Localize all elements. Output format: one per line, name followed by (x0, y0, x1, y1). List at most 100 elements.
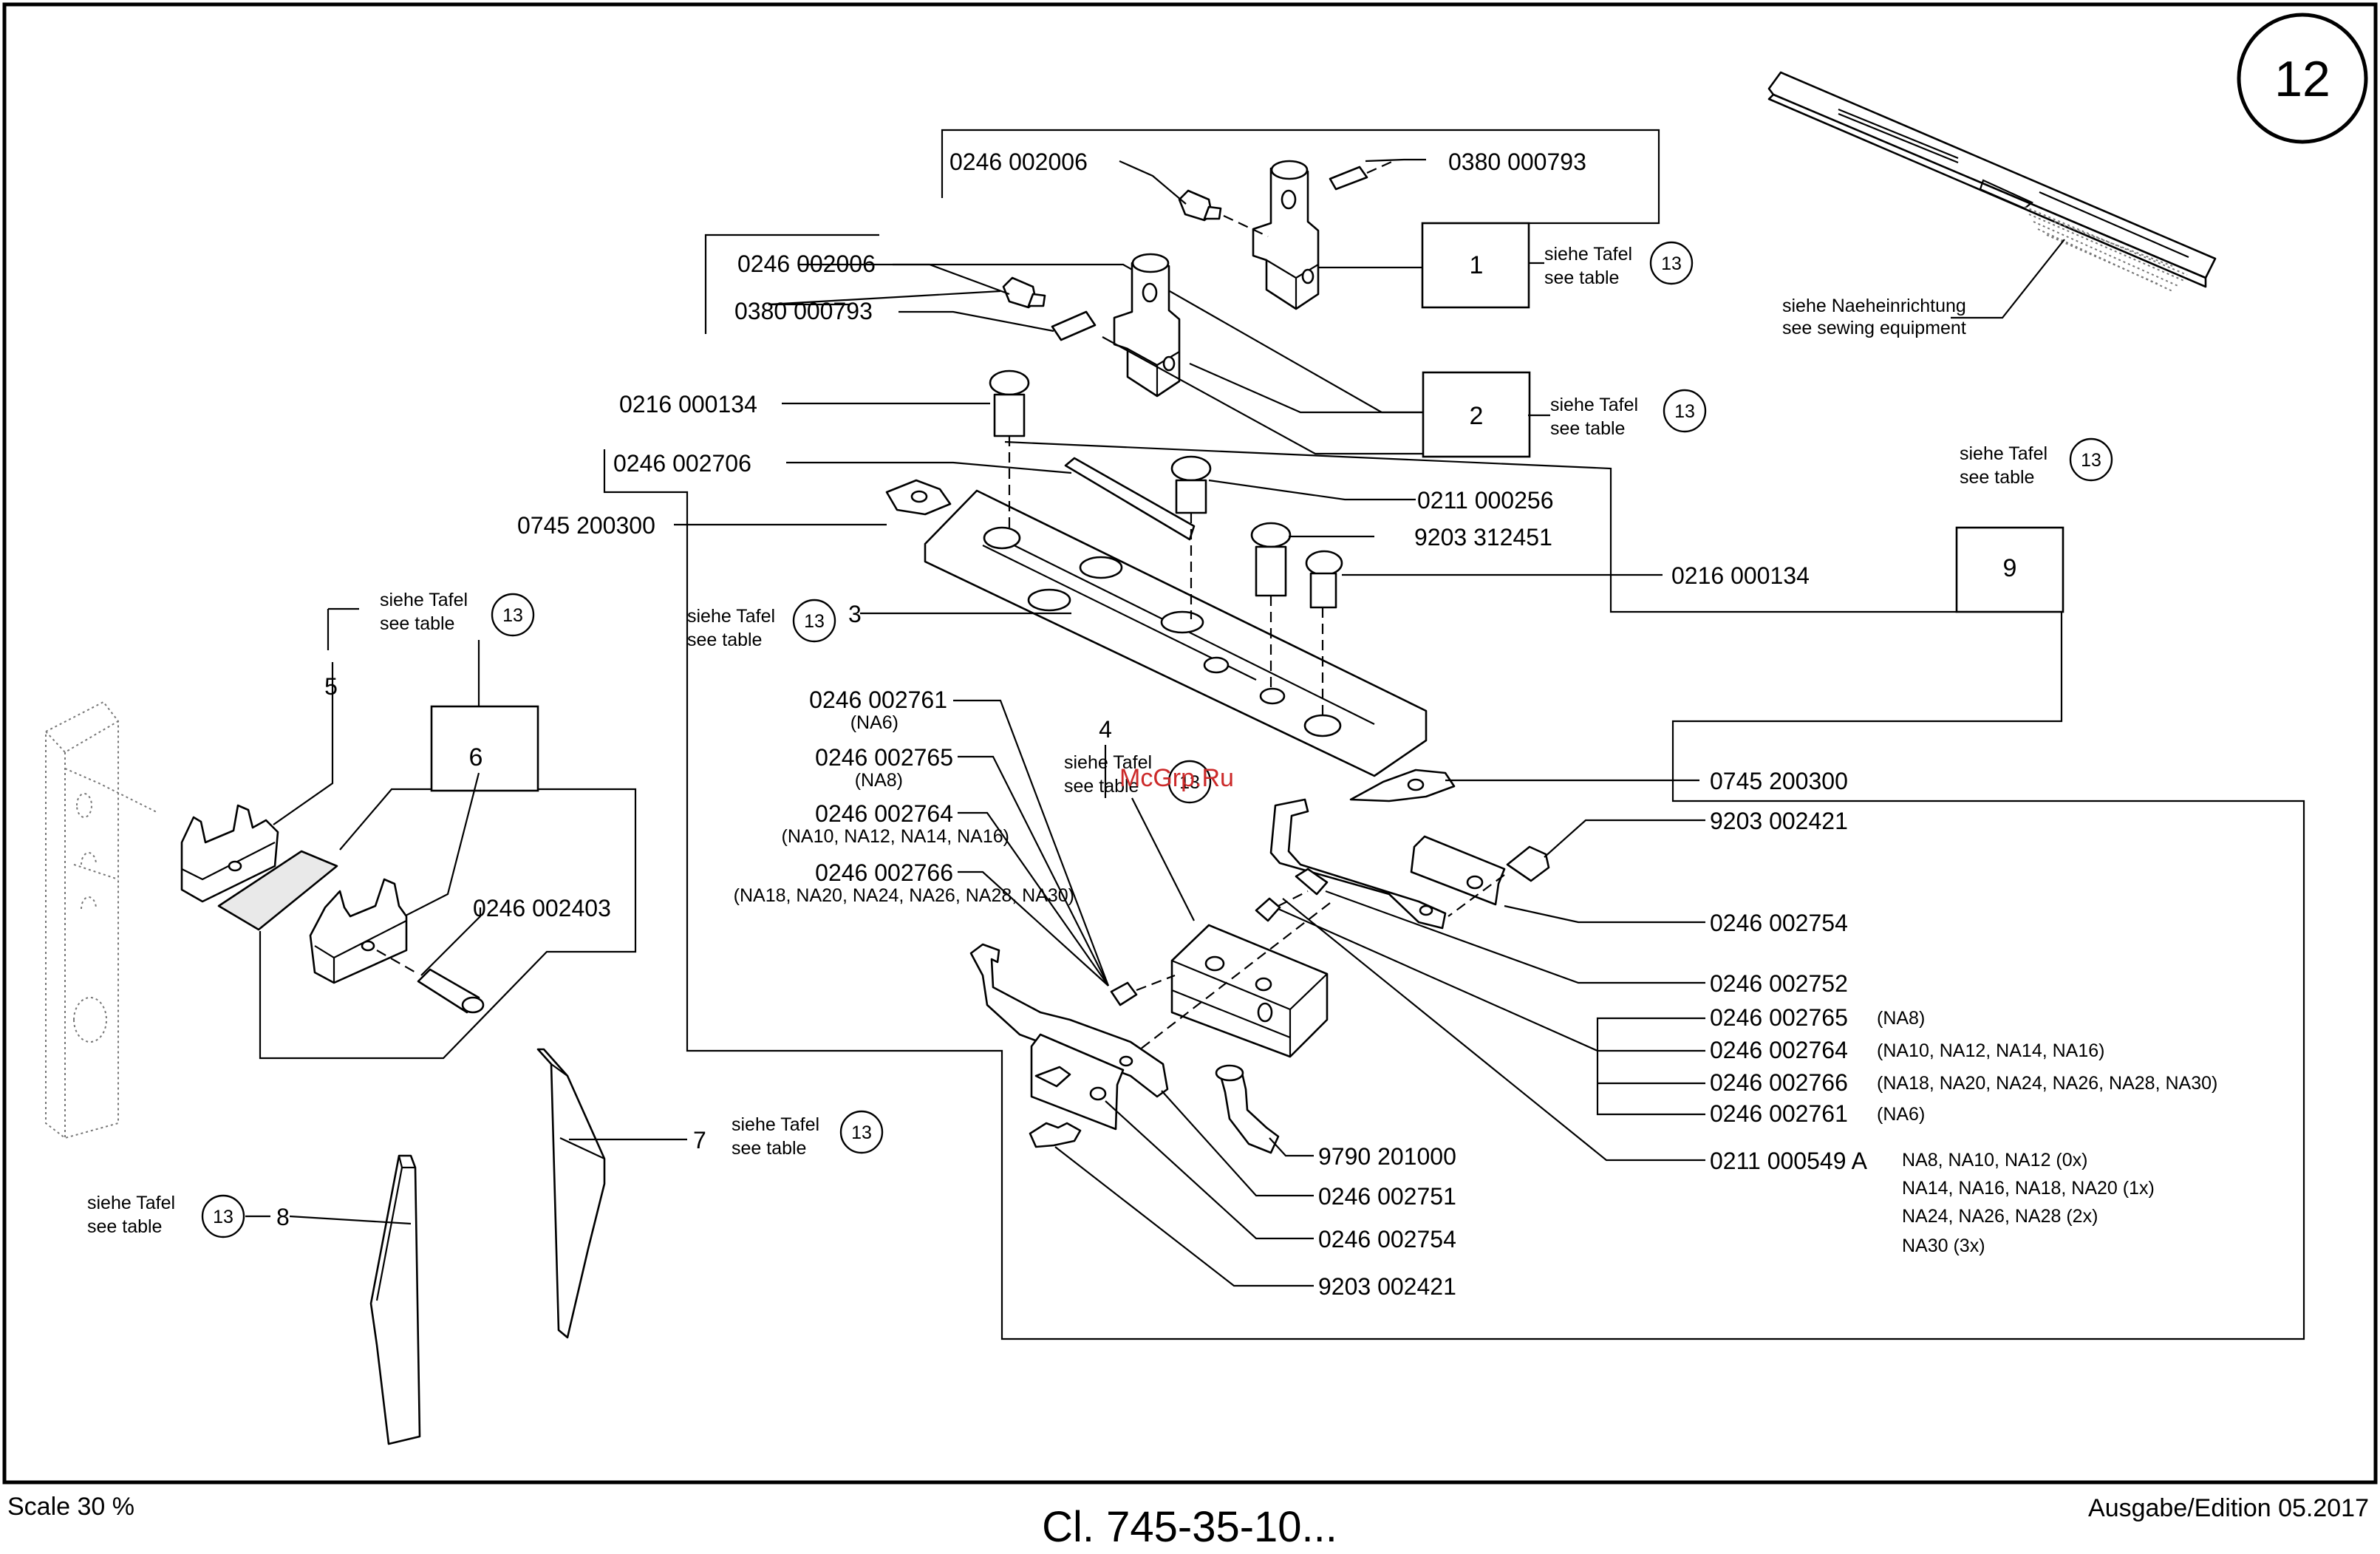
pos9-box (1955, 526, 2064, 613)
pos1-number: 1 (1470, 251, 1484, 279)
pos4-see: see table (1064, 776, 1139, 797)
part-a23: 0246 002761 (1710, 1100, 1848, 1127)
pos3-table-number: 13 (804, 611, 825, 632)
pos9-see: see table (1960, 467, 2034, 488)
cond-a14: (NA18, NA20, NA24, NA26, NA28, NA30) (734, 885, 1074, 906)
cond-a12: (NA8) (855, 770, 903, 791)
part-a9: 9203 312451 (1414, 524, 1552, 551)
pos4-table-number: 13 (1179, 772, 1200, 793)
pos4-number: 4 (1099, 716, 1112, 743)
pos3-see: see table (687, 630, 762, 650)
qty-line-3: NA24, NA26, NA28 (2x) (1902, 1206, 2098, 1227)
part-a8: 0745 200300 (517, 512, 655, 539)
pos7-table-number: 13 (851, 1122, 872, 1143)
part-a26: 0246 002751 (1318, 1183, 1456, 1210)
cond-a21: (NA10, NA12, NA14, NA16) (1877, 1040, 2104, 1061)
pos4-siehe: siehe Tafel (1064, 752, 1152, 773)
part-a17: 0246 002403 (473, 895, 611, 921)
cond-a23: (NA6) (1877, 1104, 1925, 1125)
watermark: McGrp.Ru (1119, 764, 1234, 792)
pos6-number: 6 (469, 743, 483, 771)
position-5-6-group: 5 siehe Tafel see table 13 6 0246 002403 (45, 590, 637, 1139)
pos1-table-circle (1649, 241, 1694, 285)
pos7-see: see table (732, 1138, 806, 1159)
pos7-siehe: siehe Tafel (732, 1114, 819, 1135)
pos8-number: 8 (276, 1204, 290, 1230)
see-sewing-equipment: see sewing equipment (1782, 318, 1966, 338)
part-a13: 0246 002764 (815, 800, 953, 827)
needle-plate-drawing (885, 369, 1456, 802)
pos7-table-circle (839, 1110, 884, 1154)
ref-sewing-equipment: siehe Naeheinrichtung see sewing equipme… (1782, 239, 2065, 338)
part-a19: 0246 002752 (1710, 970, 1848, 997)
needle-plate-cover-drawing (1767, 71, 2217, 292)
part-a2: 0380 000793 (1448, 149, 1586, 175)
pos6-box (430, 705, 539, 792)
part-a22: 0246 002766 (1710, 1069, 1848, 1096)
position-9-group: 9 siehe Tafel see table 13 (603, 437, 2305, 1340)
cond-a13: (NA10, NA12, NA14, NA16) (782, 826, 1009, 847)
pos1-see: see table (1544, 267, 1619, 288)
pos1-siehe: siehe Tafel (1544, 244, 1632, 265)
pos2-see: see table (1550, 418, 1625, 439)
tafel-number-circle (2237, 13, 2368, 144)
pos9-siehe: siehe Tafel (1960, 443, 2047, 464)
part-a6: 0246 002706 (613, 450, 751, 477)
cond-a20: (NA8) (1877, 1008, 1925, 1029)
model-title: Cl. 745-35-10... (1042, 1503, 1337, 1551)
part-a5: 0216 000134 (619, 391, 757, 418)
part-a20: 0246 002765 (1710, 1004, 1848, 1031)
footer: Scale 30 % Cl. 745-35-10... Ausgabe/Edit… (7, 1493, 2369, 1551)
siehe-naeheinrichtung: siehe Naeheinrichtung (1782, 296, 1966, 316)
pos2-table-circle (1663, 389, 1707, 433)
pos9-table-number: 13 (2081, 450, 2101, 471)
pos5-siehe: siehe Tafel (380, 590, 468, 610)
pos3-siehe: siehe Tafel (687, 606, 775, 627)
part-a18: 0246 002754 (1710, 910, 1848, 936)
pos7-number: 7 (693, 1127, 706, 1153)
part-a25: 9790 201000 (1318, 1143, 1456, 1170)
plate-callouts: 0216 000134 0246 002706 0211 000256 0745… (517, 391, 1848, 794)
scale-label: Scale 30 % (7, 1493, 134, 1521)
part-a21: 0246 002764 (1710, 1037, 1848, 1063)
block-callouts-right: 9203 002421 0246 002754 0246 002752 0246… (1054, 808, 2217, 1300)
tafel-number: 12 (2274, 51, 2330, 107)
pos3-table-circle (792, 599, 836, 643)
pos1-table-number: 13 (1661, 253, 1682, 274)
part-a4: 0380 000793 (734, 298, 873, 324)
pos2-table-number: 13 (1674, 401, 1695, 422)
part-a3: 0246 002006 (737, 251, 876, 277)
part-a14: 0246 002766 (815, 859, 953, 886)
pos8-siehe: siehe Tafel (87, 1193, 175, 1213)
pos8-table-number: 13 (213, 1207, 233, 1227)
part-a7: 0211 000256 (1417, 487, 1553, 514)
page-frame: 12 (2, 2, 2378, 1485)
part-a16: 9203 002421 (1710, 808, 1848, 834)
pos5-table-circle (491, 593, 535, 637)
part-a12: 0246 002765 (815, 744, 953, 771)
qty-line-4: NA30 (3x) (1902, 1236, 1985, 1256)
block-callouts-left: 0246 002761 (NA6) 0246 002765 (NA8) 0246… (734, 686, 1110, 986)
knives-7-8-group: 7 siehe Tafel see table 13 8 siehe Tafel… (87, 1048, 884, 1445)
pos2-number: 2 (1470, 402, 1484, 430)
pos4-table-circle (1167, 760, 1212, 804)
part-a27: 0246 002754 (1318, 1226, 1456, 1253)
edition-label: Ausgabe/Edition 05.2017 (2088, 1494, 2369, 1522)
part-a15: 0745 200300 (1710, 768, 1848, 794)
pos8-see: see table (87, 1216, 162, 1237)
part-a10: 0216 000134 (1671, 562, 1810, 589)
part-a24: 0211 000549 A (1710, 1148, 1868, 1174)
qty-line-1: NA8, NA10, NA12 (0x) (1902, 1150, 2088, 1170)
part-a1: 0246 002006 (949, 149, 1088, 175)
qty-line-2: NA14, NA16, NA18, NA20 (1x) (1902, 1178, 2155, 1199)
pos1-box (1421, 222, 1530, 309)
assembly-1-group: 1 siehe Tafel see table 13 0380 000793 0… (941, 129, 1694, 310)
pos9-number: 9 (2003, 554, 2017, 582)
pos5-see: see table (380, 613, 454, 634)
pos8-table-circle (201, 1194, 245, 1238)
cond-a22: (NA18, NA20, NA24, NA26, NA28, NA30) (1877, 1073, 2217, 1094)
position-4-group: 4 siehe Tafel see table 13 McGrp.Ru (969, 716, 1550, 1154)
cond-a11: (NA6) (850, 712, 899, 733)
pos9-table-circle (2069, 437, 2113, 482)
